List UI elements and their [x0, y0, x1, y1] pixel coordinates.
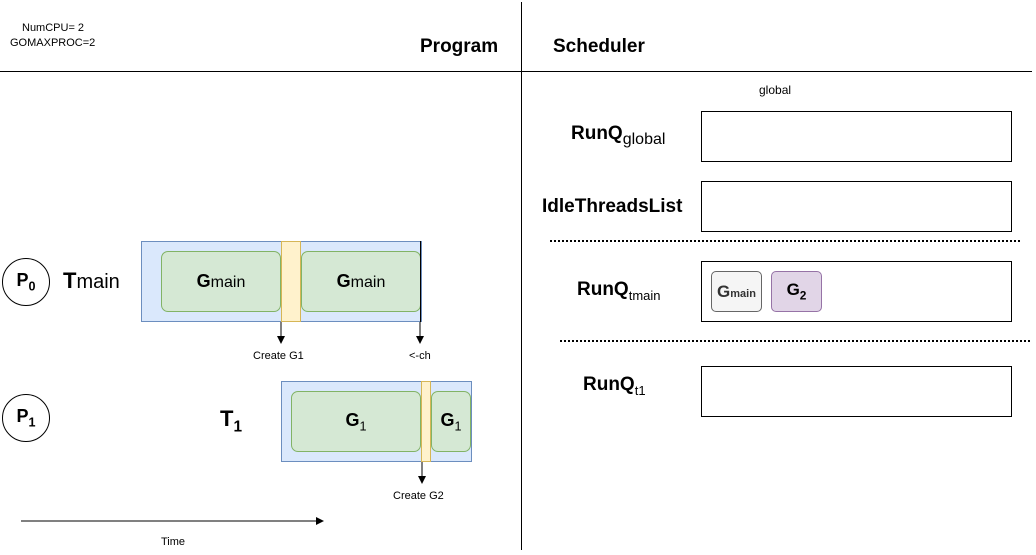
syscall-slice [281, 241, 301, 322]
processor-p0: P0 [2, 258, 50, 306]
thread-t1-label: T1 [220, 406, 243, 436]
goroutine-g1-block: G1 [431, 391, 471, 452]
separator-dotted [560, 340, 1030, 342]
syscall-slice [421, 381, 431, 462]
runq-global-label: RunQglobal [571, 123, 666, 148]
runq-t1-box [701, 366, 1012, 417]
program-header: Program [420, 36, 499, 57]
queued-goroutine-g2: G2 [771, 271, 822, 312]
section-divider [521, 2, 522, 550]
processor-p1-label: P1 [16, 406, 36, 430]
receive-ch-label: <-ch [409, 350, 431, 362]
processor-p0-label: P0 [16, 270, 36, 294]
idle-threads-box [701, 181, 1012, 232]
create-g2-label: Create G2 [393, 490, 444, 502]
processor-p1: P1 [2, 394, 50, 442]
thread-tmain-label: Tmain [63, 268, 120, 293]
time-label: Time [161, 536, 186, 548]
idle-threads-label: IdleThreadsList [542, 196, 683, 217]
create-g1-label: Create G1 [253, 350, 304, 362]
runq-t1-label: RunQt1 [583, 374, 646, 398]
goroutine-main-block: Gmain [301, 251, 421, 312]
runq-tmain-label: RunQtmain [577, 279, 661, 303]
tmain-end-marker [420, 241, 421, 322]
global-caption: global [759, 83, 792, 97]
separator-dotted [550, 240, 1020, 242]
numcpu-label: NumCPU= 2 [22, 22, 85, 34]
runq-global-box [701, 111, 1012, 162]
goroutine-main-block: Gmain [161, 251, 281, 312]
scheduler-header: Scheduler [553, 36, 645, 57]
goroutine-g1-block: G1 [291, 391, 421, 452]
queued-goroutine-gmain: Gmain [711, 271, 762, 312]
header-divider [0, 71, 1032, 72]
gomaxproc-label: GOMAXPROC=2 [10, 37, 96, 49]
